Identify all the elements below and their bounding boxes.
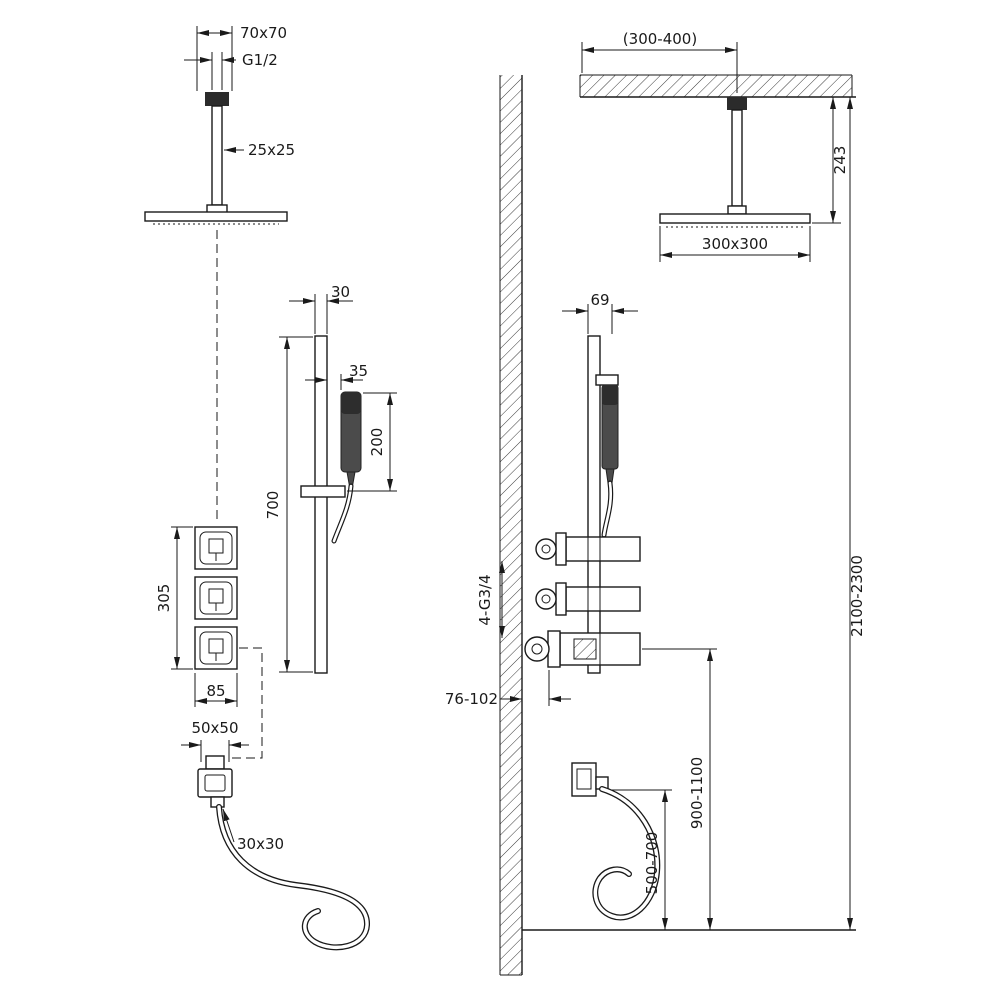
wall-outlet-front: 50x50 30x30	[181, 647, 371, 951]
handshower-height-dimension-label: 500-700	[643, 832, 661, 895]
bar-length-dimension-label: 700	[264, 491, 282, 520]
installation-height-dimension-label: 2100-2300	[848, 555, 866, 637]
outlet-inner	[576, 768, 592, 790]
head-size-dimension-label: 300x300	[702, 235, 768, 253]
hose-core	[217, 805, 369, 950]
ceiling-hatch	[580, 75, 852, 97]
outlet-flange-dimension-label: 50x50	[191, 719, 238, 737]
valve-1	[194, 526, 238, 570]
ceiling-shower-front: 70x70 G1/2 25x25	[144, 24, 295, 521]
wall-outlet-side	[571, 762, 672, 921]
hose-outline	[216, 804, 371, 951]
valve-3	[194, 626, 238, 670]
shower-head	[659, 213, 811, 224]
ceiling-offset-dimension-label: (300-400)	[623, 30, 697, 48]
hand-shower-head	[341, 392, 361, 414]
head-flange-dimension-label: 70x70	[240, 24, 287, 42]
arm-section-dimension-label: 25x25	[248, 141, 295, 159]
shower-arm	[731, 109, 743, 207]
outlet-section-dimension-label: 30x30	[237, 835, 284, 853]
ceiling-flange	[727, 97, 747, 110]
stop-valves-front: 305 85	[155, 526, 238, 707]
bar-depth-dimension-label: 30	[331, 283, 350, 301]
right-view: (300-400) 243 300x300 69	[445, 30, 866, 976]
valve-width-dimension-label: 85	[206, 682, 225, 700]
leader-outlet-section	[222, 808, 235, 843]
outlet-inner	[204, 774, 226, 792]
outlet-flange	[197, 768, 233, 798]
shower-column-side: 69	[562, 291, 638, 674]
wall-hatch	[500, 75, 522, 975]
wall-section	[499, 74, 856, 976]
valve-group-height-dimension-label: 305	[155, 584, 173, 613]
outlet-knob	[205, 755, 225, 770]
slide-bar	[587, 335, 601, 674]
outlet-height-dimension-label: 900-1100	[688, 757, 706, 829]
recess-depth-dimension-label: 76-102	[445, 690, 498, 708]
handle-offset-dimension-label: 35	[349, 362, 368, 380]
handshower-length-dimension-label: 200	[368, 428, 386, 457]
valve-body-side: 4-G3/4 76-102	[445, 532, 641, 708]
bar-offset-dimension-label: 69	[590, 291, 609, 309]
bar-holder	[300, 485, 346, 498]
shower-head	[144, 211, 288, 222]
arm-drop-dimension-label: 243	[831, 146, 849, 175]
height-dimensions: 900-1100 500-700 2100-2300	[642, 97, 866, 930]
ceiling-flange	[205, 92, 229, 106]
outlet-flange	[571, 762, 597, 797]
valve-row-1	[535, 532, 641, 566]
valve-row-3	[524, 630, 641, 668]
hand-shower-hose-core	[602, 481, 612, 537]
hand-shower-assembly-front: 30 35 200 700	[264, 283, 397, 674]
connections-label: 4-G3/4	[476, 574, 494, 625]
arm-connector	[727, 205, 747, 215]
thread-dimension-label: G1/2	[242, 51, 278, 69]
bar-holder	[595, 374, 619, 386]
hand-shower-head	[602, 385, 618, 405]
valve-row-2	[535, 582, 641, 616]
shower-arm	[211, 105, 223, 206]
valve-2	[194, 576, 238, 620]
ceiling-shower-side: (300-400) 243 300x300	[581, 30, 849, 262]
slide-bar	[314, 335, 328, 674]
link-line	[228, 647, 263, 759]
hose-core	[593, 787, 659, 920]
left-view: 70x70 G1/2 25x25 30 3	[144, 24, 397, 951]
